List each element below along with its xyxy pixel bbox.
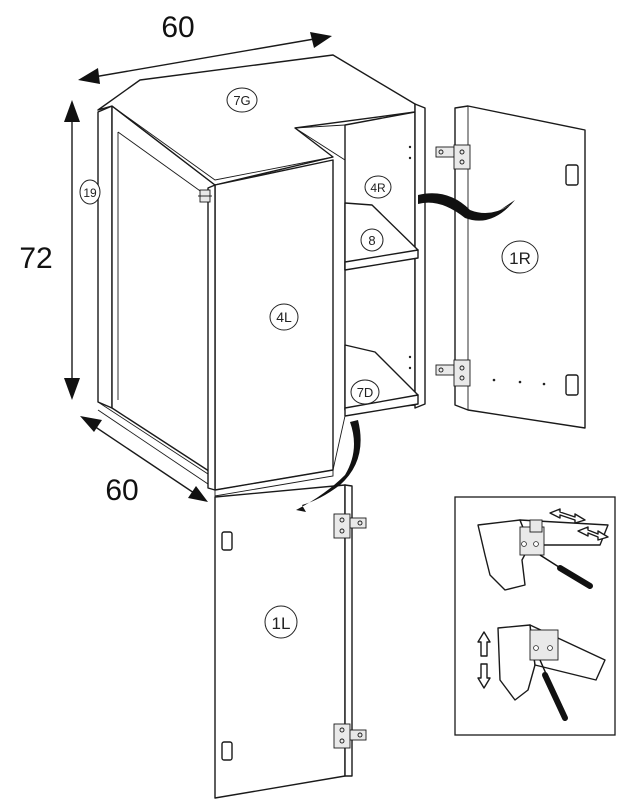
svg-text:4R: 4R xyxy=(370,181,386,195)
hinge-adjustment-inset xyxy=(454,496,616,736)
height-label: 72 xyxy=(19,242,52,275)
part-label-bottom: 7D xyxy=(350,379,380,405)
left-door xyxy=(214,484,367,799)
part-label-right-door: 1R xyxy=(501,240,539,274)
width-label: 60 xyxy=(161,11,194,44)
hinge-top-left-door xyxy=(333,513,367,539)
part-label-top: 7G xyxy=(226,87,258,113)
part-label-right-inner-panel: 4R xyxy=(364,175,392,199)
hinge-bottom-left-door xyxy=(333,723,367,749)
vertical-adjustment-detail xyxy=(477,624,606,721)
part-label-left-door: 1L xyxy=(264,605,298,639)
depth-label: 60 xyxy=(105,474,138,507)
vertical-arrows-icon xyxy=(477,631,491,689)
svg-text:7D: 7D xyxy=(357,385,374,400)
part-label-left-panel: 4L xyxy=(269,303,299,331)
hinge-bottom-right-door xyxy=(435,359,471,387)
part-label-shelf: 8 xyxy=(360,228,384,252)
svg-text:1R: 1R xyxy=(509,249,531,268)
svg-text:1L: 1L xyxy=(272,614,291,633)
width-dimension: 60 xyxy=(78,11,332,84)
horizontal-arrows-icon xyxy=(549,508,609,541)
cabinet-body xyxy=(97,54,426,497)
horizontal-adjustment-detail xyxy=(477,508,609,591)
svg-text:4L: 4L xyxy=(276,309,292,325)
svg-text:8: 8 xyxy=(368,233,375,248)
depth-dimension: 60 xyxy=(80,416,208,507)
svg-text:7G: 7G xyxy=(233,93,250,108)
svg-text:19: 19 xyxy=(83,186,97,200)
curved-arrow-right-door xyxy=(418,193,515,221)
part-label-side: 19 xyxy=(79,179,101,205)
curved-arrow-left-door xyxy=(296,420,361,512)
height-dimension: 72 xyxy=(19,100,80,400)
hinge-top-right-door xyxy=(435,144,471,170)
